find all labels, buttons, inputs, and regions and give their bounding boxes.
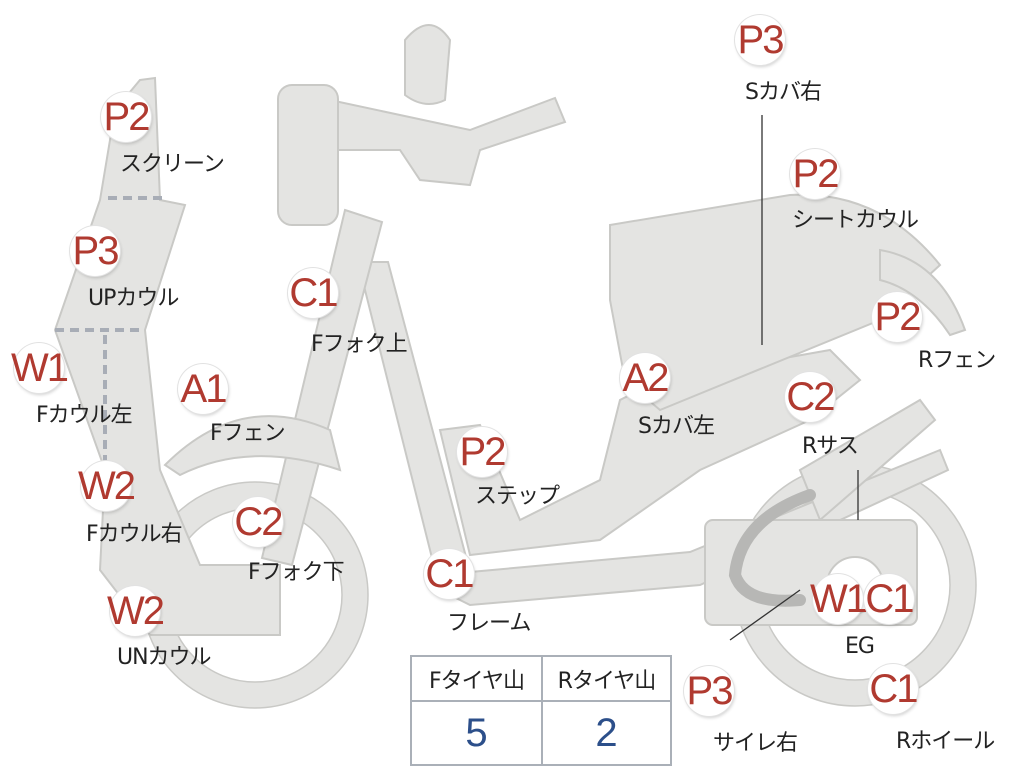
grade-badge: P3	[735, 15, 785, 65]
grade-badge: A2	[620, 353, 670, 403]
grade-badge: P2	[101, 92, 151, 142]
front-tire-value: 5	[465, 710, 488, 755]
part-label: Fフォク上	[311, 332, 408, 357]
part-label: Fフォク下	[248, 560, 345, 585]
front-fender-shape	[163, 415, 342, 477]
grade-badge: P2	[457, 427, 507, 477]
grade-badge: C1	[424, 549, 475, 599]
rear-fender-shape	[879, 248, 967, 337]
part-label: フレーム	[447, 611, 531, 636]
grade-badge: C2	[785, 372, 836, 422]
part-label: Sカバ左	[638, 414, 715, 439]
rear-shock-shape	[798, 398, 937, 522]
grade-badge: W2	[78, 461, 136, 511]
grade-badge: C1	[864, 574, 915, 624]
grade-badge: C1	[288, 268, 339, 318]
front-tire-header: Fタイヤ山	[429, 668, 525, 694]
handlebar-shape	[329, 96, 567, 187]
part-label: Fフェン	[210, 421, 286, 446]
part-label: Sカバ右	[745, 80, 822, 105]
part-label: UNカウル	[117, 645, 212, 670]
grade-badge: C1	[868, 664, 919, 714]
rear-tire-header: Rタイヤ山	[557, 668, 657, 694]
grade-badge: W1	[11, 343, 69, 393]
grade-badge: P3	[70, 226, 120, 276]
step-shape	[438, 348, 862, 557]
tire-tread-table: Fタイヤ山 Rタイヤ山 5 2	[410, 655, 672, 766]
grade-badge: P2	[790, 149, 840, 199]
grade-badge: P3	[684, 666, 734, 716]
headlight-shape	[277, 84, 339, 226]
grade-badge: C2	[233, 497, 284, 547]
part-label: スクリーン	[120, 152, 225, 177]
part-label: Fカウル左	[36, 403, 133, 428]
exhaust-pipe-shape	[728, 489, 816, 607]
grade-badge: W2	[107, 586, 165, 636]
part-label: サイレ右	[713, 731, 798, 756]
grade-badge: P2	[872, 292, 922, 342]
part-label: EG	[845, 634, 875, 659]
grade-badge: A1	[178, 364, 228, 414]
part-label: Rフェン	[918, 348, 996, 373]
part-label: ステップ	[475, 484, 560, 509]
part-label: Rホイール	[896, 729, 995, 754]
part-label: シートカウル	[792, 208, 919, 233]
part-label: UPカウル	[88, 286, 179, 311]
part-label: Fカウル右	[86, 522, 183, 547]
part-label: Rサス	[802, 434, 859, 459]
grade-badge: W1	[810, 574, 868, 624]
rear-tire-value: 2	[595, 710, 618, 755]
mirror-shape	[404, 24, 452, 105]
